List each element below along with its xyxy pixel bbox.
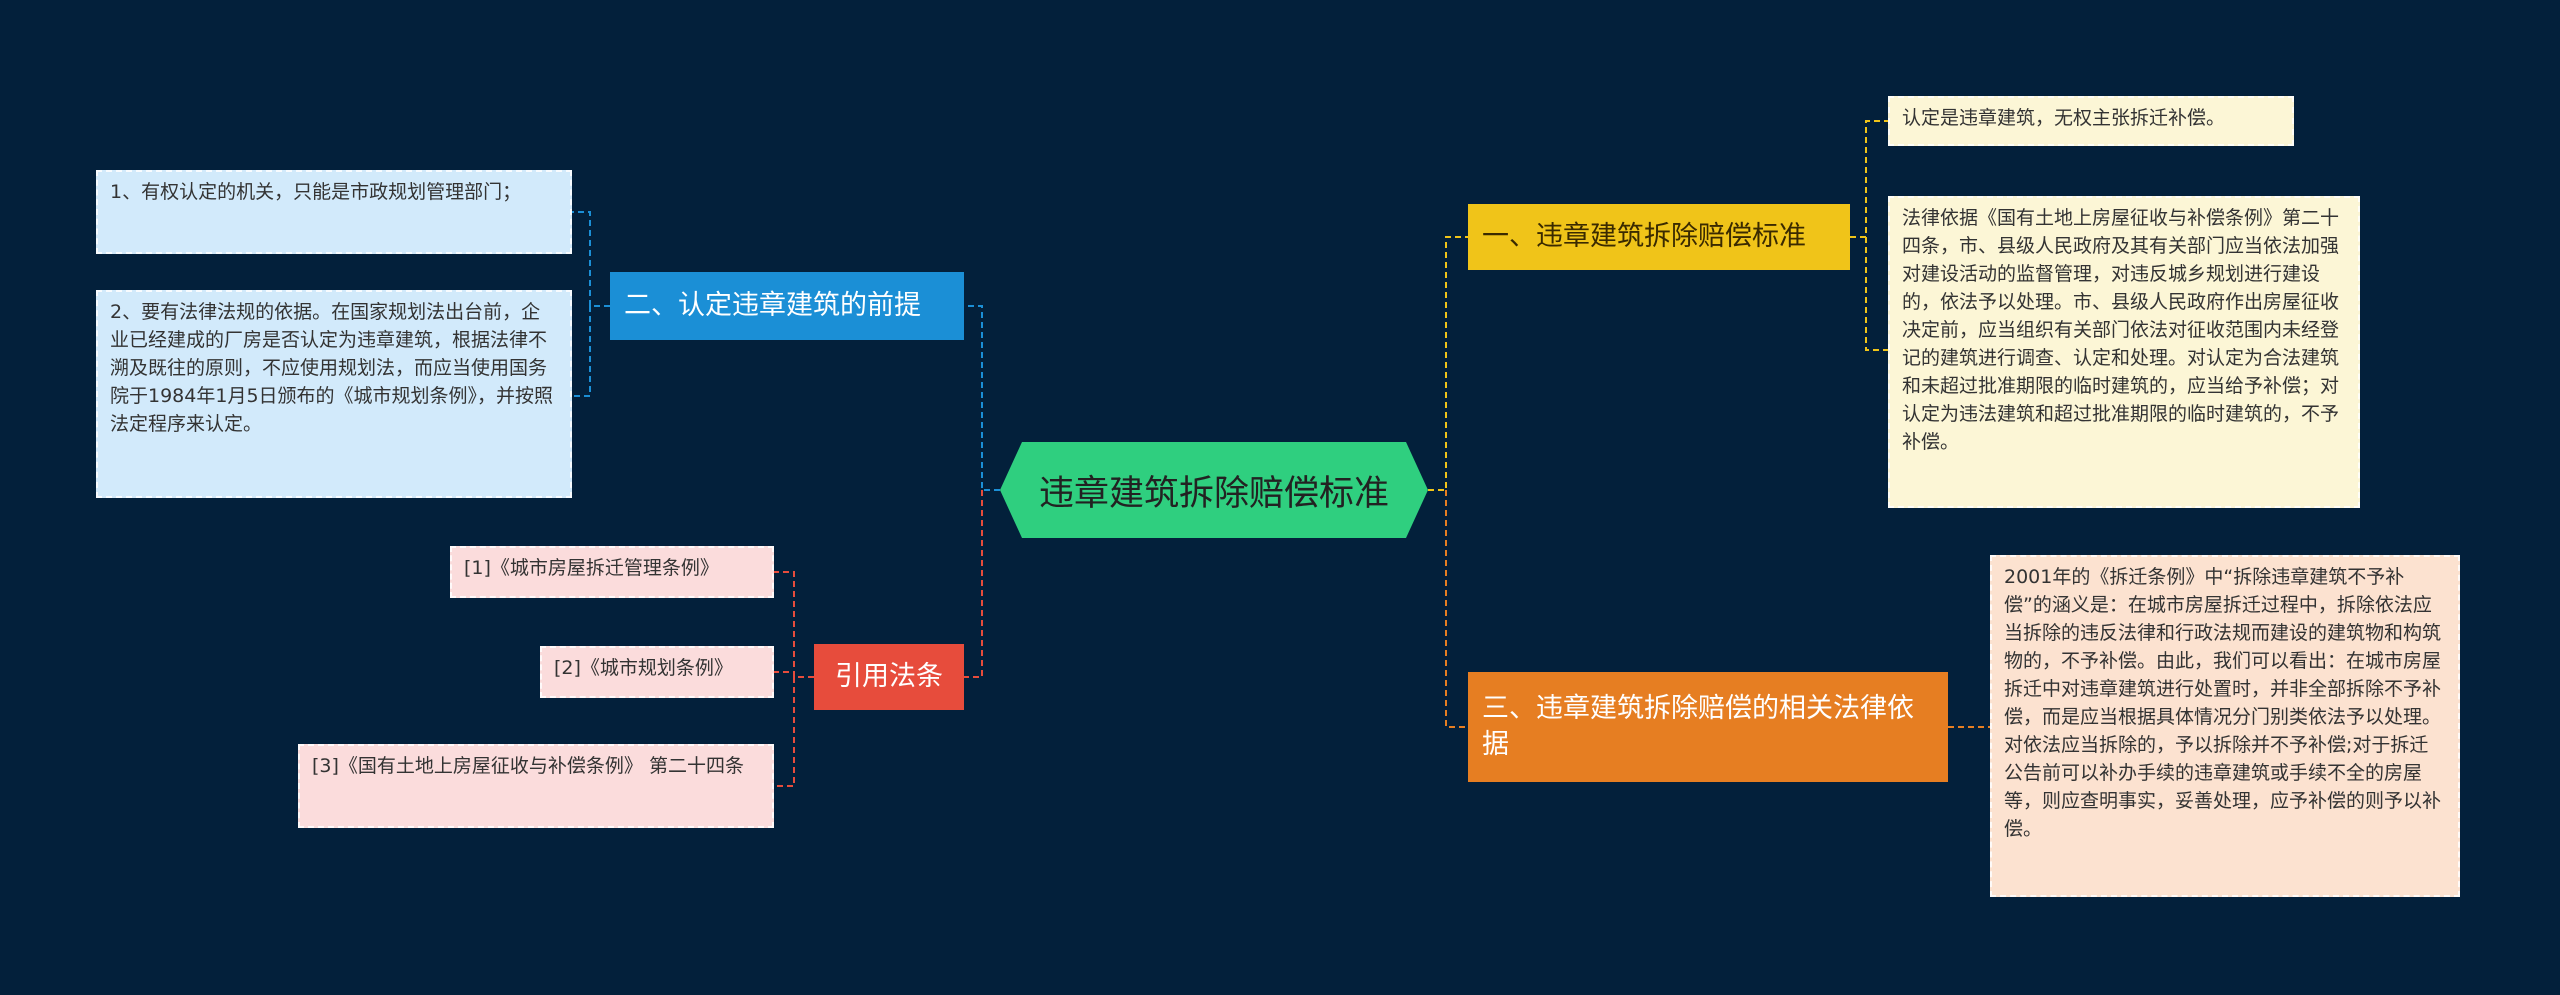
branch-cite-node[interactable]: 引用法条 xyxy=(814,644,964,710)
leaf-text: 认定是违章建筑，无权主张拆迁补偿。 xyxy=(1902,107,2226,129)
link-branch-2-leaf-2 xyxy=(572,306,591,397)
cite-leaf-1[interactable]: [1]《城市房屋拆迁管理条例》 xyxy=(450,546,774,598)
link-cite-leaf-2 xyxy=(774,671,795,677)
branch-3-label: 三、违章建筑拆除赔偿的相关法律依据 xyxy=(1482,693,1914,760)
leaf-text: 2001年的《拆迁条例》中“拆除违章建筑不予补偿”的涵义是：在城市房屋拆迁过程中… xyxy=(2004,566,2442,840)
cite-leaf-2[interactable]: [2]《城市规划条例》 xyxy=(540,646,774,698)
link-cite-leaf-3 xyxy=(774,677,795,787)
root-node[interactable]: 违章建筑拆除赔偿标准 xyxy=(1000,442,1428,538)
link-root-branch-1 xyxy=(1428,236,1468,491)
root-hexagon-shape xyxy=(1000,442,1428,538)
branch-3-leaf-1[interactable]: 2001年的《拆迁条例》中“拆除违章建筑不予补偿”的涵义是：在城市房屋拆迁过程中… xyxy=(1990,555,2460,897)
leaf-text: [2]《城市规划条例》 xyxy=(554,657,733,679)
link-root-branch-3 xyxy=(1445,490,1468,728)
branch-1-node[interactable]: 一、违章建筑拆除赔偿标准 xyxy=(1468,204,1850,270)
leaf-text: 2、要有法律法规的依据。在国家规划法出台前，企业已经建成的厂房是否认定为违章建筑… xyxy=(110,301,554,435)
branch-cite-label: 引用法条 xyxy=(835,661,943,692)
branch-3-node[interactable]: 三、违章建筑拆除赔偿的相关法律依据 xyxy=(1468,672,1948,782)
leaf-text: [3]《国有土地上房屋征收与补偿条例》 第二十四条 xyxy=(312,755,744,777)
branch-2-leaf-1[interactable]: 1、有权认定的机关，只能是市政规划管理部门； xyxy=(96,170,572,254)
cite-leaf-3[interactable]: [3]《国有土地上房屋征收与补偿条例》 第二十四条 xyxy=(298,744,774,828)
branch-1-leaf-2[interactable]: 法律依据《国有土地上房屋征收与补偿条例》第二十四条，市、县级人民政府及其有关部门… xyxy=(1888,196,2360,508)
link-root-branch-2 xyxy=(964,305,1000,491)
leaf-text: [1]《城市房屋拆迁管理条例》 xyxy=(464,557,719,579)
branch-2-node[interactable]: 二、认定违章建筑的前提 xyxy=(610,272,964,340)
branch-1-label: 一、违章建筑拆除赔偿标准 xyxy=(1482,221,1806,252)
leaf-text: 1、有权认定的机关，只能是市政规划管理部门； xyxy=(110,181,522,203)
branch-1-leaf-1[interactable]: 认定是违章建筑，无权主张拆迁补偿。 xyxy=(1888,96,2294,146)
branch-2-label: 二、认定违章建筑的前提 xyxy=(624,290,921,321)
link-branch-1-leaf-1 xyxy=(1850,120,1888,238)
link-cite-leaf-1 xyxy=(774,571,814,678)
link-branch-2-leaf-1 xyxy=(572,211,610,307)
branch-2-leaf-2[interactable]: 2、要有法律法规的依据。在国家规划法出台前，企业已经建成的厂房是否认定为违章建筑… xyxy=(96,290,572,498)
link-root-branch-cite xyxy=(964,490,983,678)
root-label: 违章建筑拆除赔偿标准 xyxy=(1038,473,1389,514)
leaf-text: 法律依据《国有土地上房屋征收与补偿条例》第二十四条，市、县级人民政府及其有关部门… xyxy=(1902,207,2340,453)
link-branch-1-leaf-2 xyxy=(1865,237,1888,351)
